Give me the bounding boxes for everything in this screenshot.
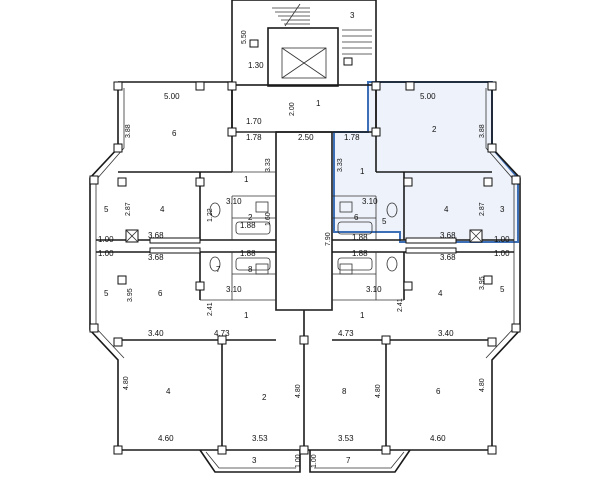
- label-bath_6_r: 6: [354, 213, 359, 222]
- label-d_480_b: 4.80: [295, 384, 302, 398]
- label-hall_1_br: 1: [360, 311, 365, 320]
- label-room_3_r: 3: [500, 205, 505, 214]
- interior-walls: [96, 85, 514, 450]
- label-d_353_r: 3.53: [338, 434, 354, 443]
- label-room_6_bot: 6: [436, 387, 441, 396]
- label-d_388_r: 3.88: [479, 124, 486, 138]
- label-bath_8_l: 8: [248, 265, 253, 274]
- label-d_188_l1: 1.88: [240, 221, 256, 230]
- label-bath_2_l: 2: [248, 213, 253, 222]
- label-d_310_bl: 3.10: [226, 285, 242, 294]
- label-d_178_r: 1.78: [344, 133, 360, 142]
- label-room_2_bot: 2: [262, 393, 267, 402]
- dimension-labels: 3 5.50 1.30 2.00 1 1.70 1.78 2.50 1.78 5…: [98, 11, 510, 468]
- label-d_241_r: 2.41: [397, 298, 404, 312]
- label-d_388_l: 3.88: [125, 124, 132, 138]
- label-d_368_l1: 3.68: [148, 231, 164, 240]
- label-stair_room: 1: [316, 99, 321, 108]
- label-room_2_tr: 2: [432, 125, 437, 134]
- label-d_stair_w: 3: [350, 11, 355, 20]
- label-d_310_tl: 3.10: [226, 197, 242, 206]
- label-bath_5_r: 5: [382, 217, 387, 226]
- label-d_500_r: 5.00: [420, 92, 436, 101]
- label-d_100_l: 1.00: [98, 235, 114, 244]
- label-d_500_l: 5.00: [164, 92, 180, 101]
- columns: [89, 81, 521, 455]
- label-d_200: 2.00: [289, 102, 296, 116]
- label-d_287_r: 2.87: [479, 202, 486, 216]
- label-hall_1_bl: 1: [244, 311, 249, 320]
- label-d_333_r: 3.33: [337, 158, 344, 172]
- ventilation-shaft: [125, 229, 483, 243]
- label-d_473_l: 4.73: [214, 329, 230, 338]
- label-d_100_l2: 1.00: [98, 249, 114, 258]
- label-d_stair_h: 5.50: [241, 30, 248, 44]
- label-d_100_bot2: 1.00: [311, 454, 318, 468]
- label-room_4_tl: 4: [160, 205, 165, 214]
- label-d_188_r1: 1.88: [352, 233, 368, 242]
- label-d_287_l: 2.87: [125, 202, 132, 216]
- label-d_790: 7.90: [325, 232, 332, 246]
- label-balc_7: 7: [346, 456, 351, 465]
- label-d_395_r: 3.95: [479, 276, 486, 290]
- label-d_178_l: 1.78: [246, 133, 262, 142]
- label-room_6_bl: 6: [158, 289, 163, 298]
- label-d_460_l: 4.60: [158, 434, 174, 443]
- label-d_100_r2: 1.00: [494, 249, 510, 258]
- label-d_250: 2.50: [298, 133, 314, 142]
- label-d_368_l2: 3.68: [148, 253, 164, 262]
- label-d_100_r: 1.00: [494, 235, 510, 244]
- label-room_5_br: 5: [500, 285, 505, 294]
- stair-flight: [272, 3, 372, 55]
- label-d_188_r2: 1.88: [352, 249, 368, 258]
- label-d_368_r1: 3.68: [440, 231, 456, 240]
- label-d_130: 1.30: [248, 61, 264, 70]
- sanitary-fixtures: [149, 201, 457, 275]
- label-room_8_bot: 8: [342, 387, 347, 396]
- label-balc_3: 3: [252, 456, 257, 465]
- label-room_4_br: 4: [438, 289, 443, 298]
- label-d_310_tr: 3.10: [362, 197, 378, 206]
- label-d_395_l: 3.95: [127, 288, 134, 302]
- label-d_122: 1.22: [207, 208, 214, 222]
- label-d_340_l: 3.40: [148, 329, 164, 338]
- label-d_473_r: 4.73: [338, 329, 354, 338]
- label-d_241_l: 2.41: [207, 302, 214, 316]
- label-room_5_l: 5: [104, 205, 109, 214]
- label-d_340_r: 3.40: [438, 329, 454, 338]
- label-d_160: 1.60: [265, 212, 272, 226]
- label-d_368_r2: 3.68: [440, 253, 456, 262]
- label-d_310_br: 3.10: [366, 285, 382, 294]
- label-d_333_l: 3.33: [265, 158, 272, 172]
- label-room_6_tl: 6: [172, 129, 177, 138]
- label-d_480_a: 4.80: [123, 376, 130, 390]
- label-hall_1_tr: 1: [360, 167, 365, 176]
- stair-block: [231, 0, 377, 87]
- label-room_4_tr: 4: [444, 205, 449, 214]
- label-d_480_d: 4.80: [479, 378, 486, 392]
- label-d_353_l: 3.53: [252, 434, 268, 443]
- label-d_460_r: 4.60: [430, 434, 446, 443]
- label-d_188_l2: 1.88: [240, 249, 256, 258]
- label-d_100_bot1: 1.00: [295, 454, 302, 468]
- label-d_480_c: 4.80: [375, 384, 382, 398]
- label-hall_1_tl: 1: [244, 175, 249, 184]
- label-d_170: 1.70: [246, 117, 262, 126]
- label-bath_7_l: 7: [216, 265, 221, 274]
- label-room_5_bl: 5: [104, 289, 109, 298]
- label-room_4_bot: 4: [166, 387, 171, 396]
